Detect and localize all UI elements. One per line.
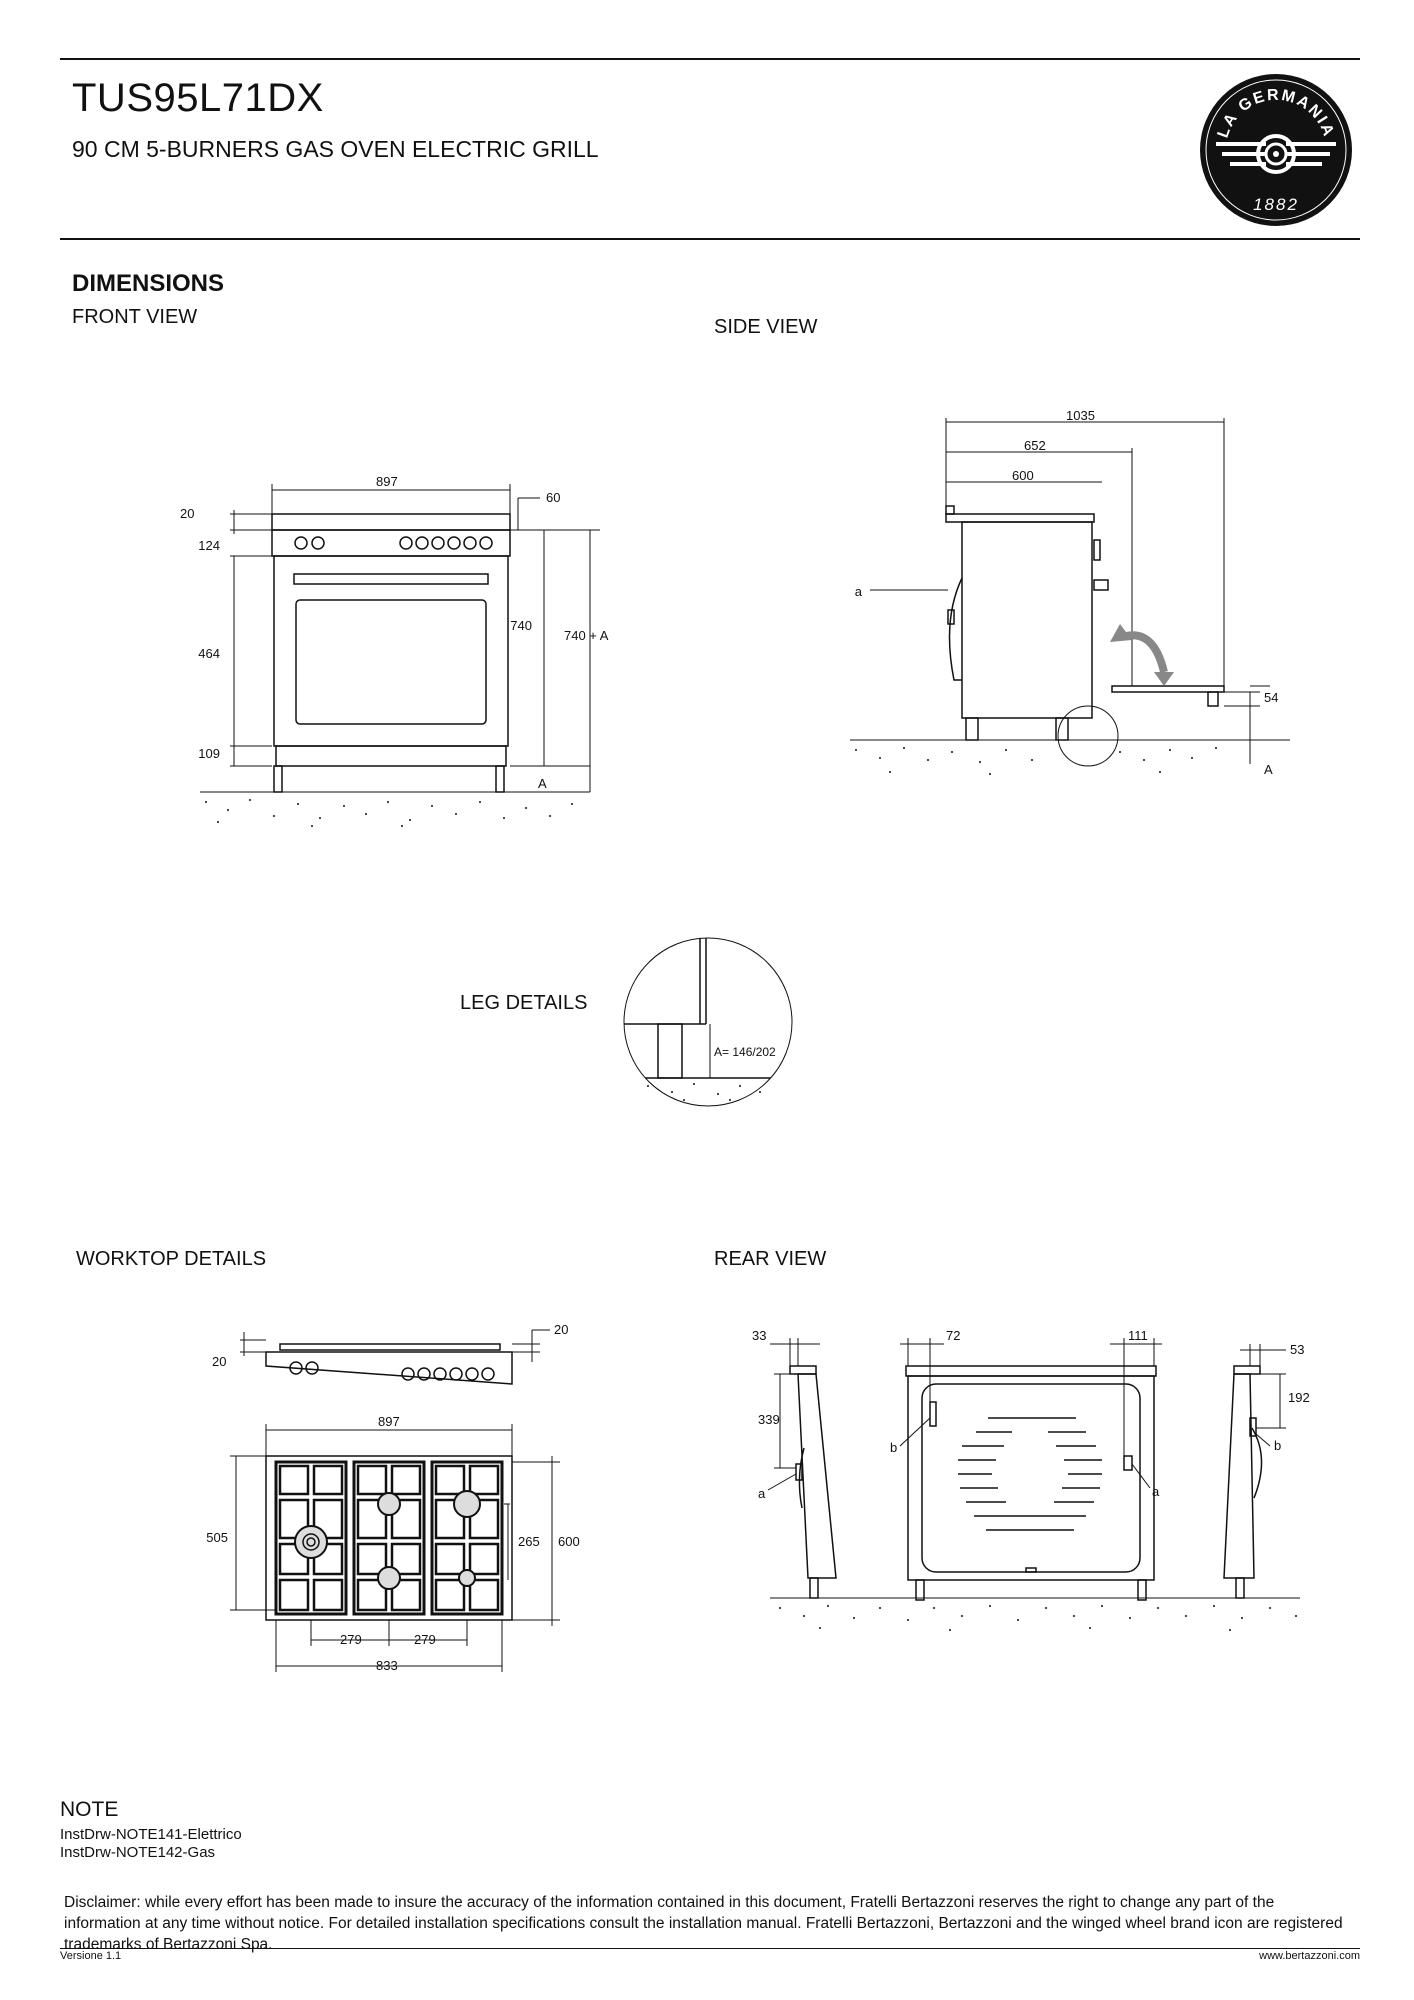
model-title: TUS95L71DX: [72, 76, 324, 120]
side-depth-total-dim: 1035: [1066, 410, 1095, 423]
note-line-2: InstDrw-NOTE142-Gas: [60, 1844, 216, 1861]
rear-b-label-right: b: [1274, 1438, 1281, 1453]
la-germania-logo: LA GERMANIA 1882: [1200, 74, 1352, 226]
note-line-1: InstDrw-NOTE141-Elettrico: [60, 1826, 242, 1843]
worktop-height-right-dim: 20: [554, 1322, 568, 1337]
leg-a-range-dim: A= 146/202: [714, 1045, 776, 1059]
version-label: Versione 1.1: [60, 1950, 122, 1962]
worktop-details-label: WORKTOP DETAILS: [76, 1248, 267, 1270]
header-top-rule: [60, 58, 1360, 60]
front-backsplash-dim: 60: [546, 490, 560, 505]
front-oven-dim: 464: [198, 646, 220, 661]
rear-a-label-right: a: [1152, 1484, 1160, 1499]
footer-rule: [60, 1948, 1360, 1949]
rear-right-height-dim: 192: [1288, 1390, 1310, 1405]
side-drawer-dim: 54: [1264, 690, 1278, 705]
leg-details-label: LEG DETAILS: [460, 992, 588, 1014]
worktop-height-left-dim: 20: [212, 1354, 226, 1369]
front-view-drawing: 897 20 60 124 464 109 740 740 + A A: [180, 474, 609, 827]
rear-right-offset-dim: 111: [1128, 1328, 1148, 1343]
model-description: 90 CM 5-BURNERS GAS OVEN ELECTRIC GRILL: [72, 136, 599, 162]
side-a-label: a: [855, 584, 863, 599]
front-plinth-dim: 109: [198, 746, 220, 761]
rear-view-drawing: 33 339 72 111 53 192 a b a b: [752, 1328, 1310, 1631]
disclaimer-text: Disclaimer: while every effort has been …: [64, 1894, 1343, 1953]
side-depth-body-dim: 600: [1012, 468, 1034, 483]
logo-year: 1882: [1253, 195, 1299, 214]
front-width-dim: 897: [376, 474, 398, 489]
worktop-grate-width-dim: 833: [376, 1658, 398, 1673]
worktop-depth-inner-dim: 505: [206, 1530, 228, 1545]
rear-inner-offset-dim: 72: [946, 1328, 960, 1343]
winged-wheel-icon: [1216, 142, 1336, 166]
rear-b-label-left: b: [890, 1440, 897, 1455]
side-A-label: A: [1264, 762, 1273, 777]
side-depth-door-dim: 652: [1024, 438, 1046, 453]
rear-top-left-dim: 33: [752, 1328, 766, 1343]
notes-title: NOTE: [60, 1798, 119, 1821]
worktop-spacing-1-dim: 279: [340, 1632, 362, 1647]
dimensions-heading: DIMENSIONS: [72, 270, 225, 297]
side-view-drawing: 1035 652 600 54 a A: [850, 410, 1290, 777]
worktop-width-dim: 897: [378, 1414, 400, 1429]
front-view-label: FRONT VIEW: [72, 306, 198, 328]
rear-a-label-left: a: [758, 1486, 766, 1501]
worktop-depth-dim: 600: [558, 1534, 580, 1549]
front-panel-dim: 124: [198, 538, 220, 553]
worktop-spacing-2-dim: 279: [414, 1632, 436, 1647]
front-height-a-dim: 740 + A: [564, 628, 609, 643]
front-height-dim: 740: [510, 618, 532, 633]
worktop-burner-offset-dim: 265: [518, 1534, 540, 1549]
worktop-drawing: 897 20 20 505 265 600 279 279 833: [206, 1322, 580, 1673]
header-bottom-rule: [60, 238, 1360, 240]
leg-detail-drawing: A= 146/202: [623, 937, 793, 1107]
website-label: www.bertazzoni.com: [1259, 1950, 1360, 1962]
front-a-dim: A: [538, 776, 547, 791]
rear-left-height-dim: 339: [758, 1412, 780, 1427]
front-top-thickness-dim: 20: [180, 506, 194, 521]
rear-right-top-dim: 53: [1290, 1342, 1304, 1357]
rear-view-label: REAR VIEW: [714, 1248, 827, 1270]
side-view-label: SIDE VIEW: [714, 316, 818, 338]
